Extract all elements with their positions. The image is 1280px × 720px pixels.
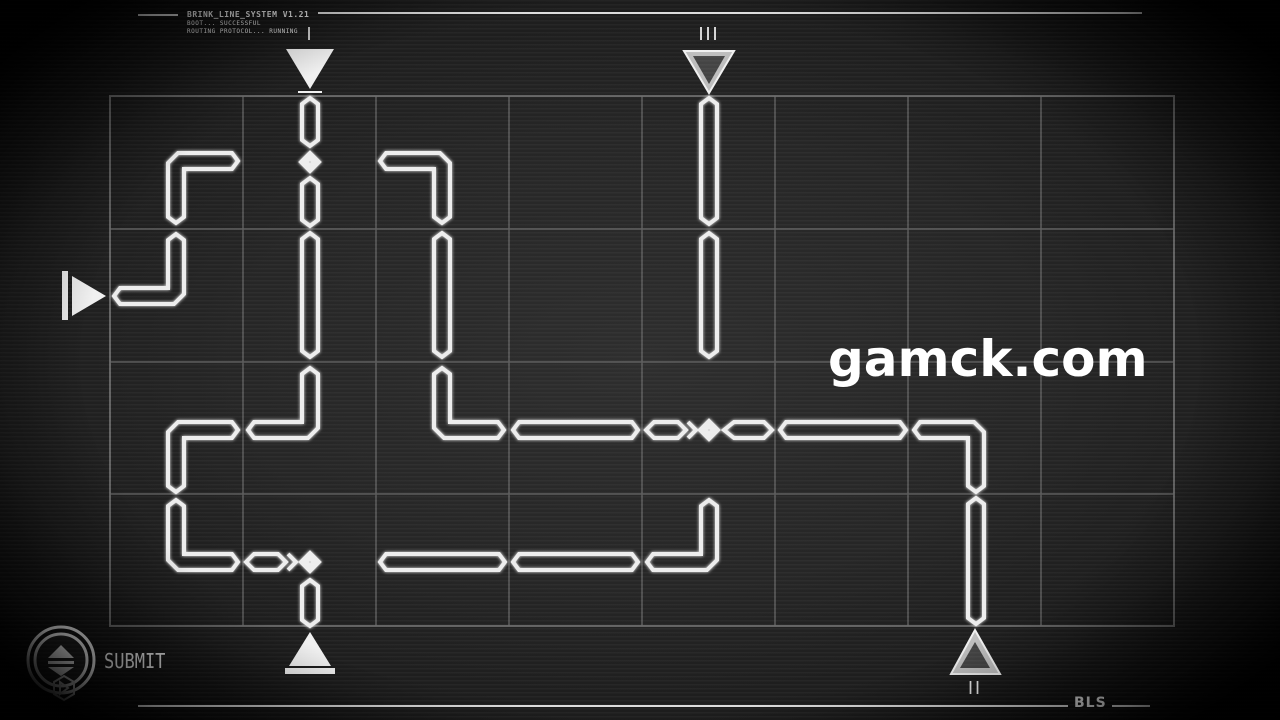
port-iii-pipe-b[interactable] xyxy=(699,230,719,360)
port-label-ii: II xyxy=(967,678,982,698)
port-bar-icon xyxy=(62,271,68,320)
run-430-a[interactable] xyxy=(510,420,641,440)
mid-pipe[interactable] xyxy=(432,230,452,360)
port-label-i: I xyxy=(306,24,314,44)
elbow-top-mid[interactable] xyxy=(377,151,452,226)
port-bottom-left[interactable] xyxy=(285,632,335,674)
port-i-pipe[interactable] xyxy=(300,230,320,360)
junction-i[interactable] xyxy=(298,150,322,174)
port-top-left[interactable] xyxy=(286,49,334,93)
submit-icon xyxy=(26,625,96,702)
elbow-lower-left[interactable] xyxy=(166,497,241,572)
port-iii-pipe-a[interactable] xyxy=(699,95,719,227)
boot-status: BOOT... SUCCESSFUL xyxy=(187,20,262,27)
submit-label: SUBMIT xyxy=(104,649,166,673)
elbow-top-left[interactable] xyxy=(166,151,241,226)
port-bottom-right[interactable] xyxy=(949,627,1002,675)
down-arrow-icon xyxy=(286,49,334,89)
elbow-mid-left[interactable] xyxy=(166,420,241,495)
port-i-drop[interactable] xyxy=(300,95,320,149)
port-bottom-segment[interactable] xyxy=(300,577,320,629)
port-label-iii: III xyxy=(698,24,720,44)
run-430-d[interactable] xyxy=(777,420,909,440)
right-arrow-icon xyxy=(72,276,106,316)
junction-430[interactable] xyxy=(697,418,721,442)
submit-button[interactable]: SUBMIT xyxy=(26,624,186,704)
watermark: gamck.com xyxy=(828,330,1148,388)
port-top-right[interactable] xyxy=(682,50,736,95)
elbow-562-right[interactable] xyxy=(644,497,719,572)
right-pipe[interactable] xyxy=(966,495,986,627)
elbow-right[interactable] xyxy=(911,420,986,495)
port-i-segment[interactable] xyxy=(300,175,320,229)
routing-status: ROUTING PROTOCOL... RUNNING xyxy=(187,28,299,35)
elbow-left-entry[interactable] xyxy=(111,231,186,306)
run-430-b[interactable] xyxy=(643,420,699,440)
brand-logo: BLS xyxy=(1074,695,1107,711)
run-430-c[interactable] xyxy=(720,420,775,440)
junction-lower-left[interactable] xyxy=(298,550,322,574)
up-arrow-icon xyxy=(289,632,331,666)
elbow-mid-bottom[interactable] xyxy=(432,365,507,440)
run-562-a[interactable] xyxy=(377,552,508,572)
port-left[interactable] xyxy=(62,271,106,320)
system-title: BRINK_LINE_SYSTEM V1.21 xyxy=(187,10,310,19)
connector-lower-left[interactable] xyxy=(243,552,299,572)
elbow-i-bottom[interactable] xyxy=(245,365,320,440)
run-562-b[interactable] xyxy=(510,552,641,572)
